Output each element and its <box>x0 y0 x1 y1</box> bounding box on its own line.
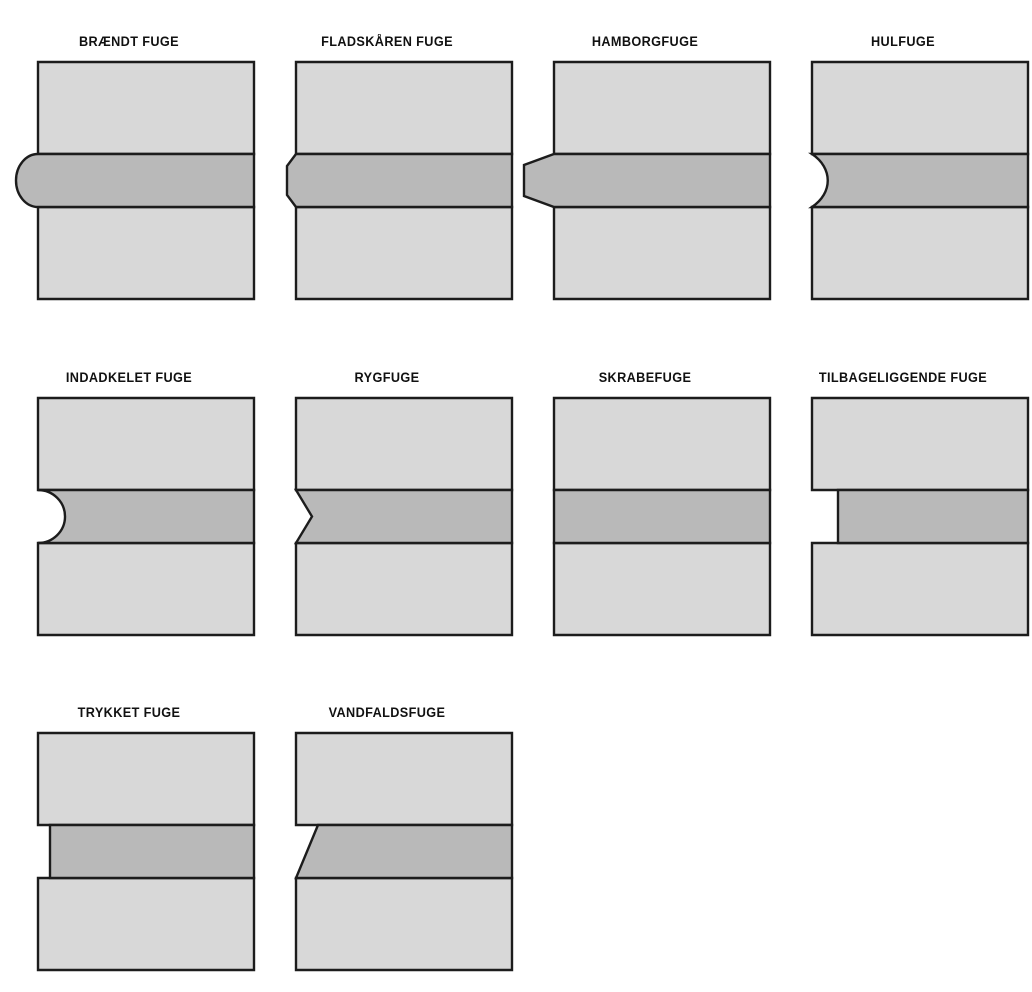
joint-section-hulfuge <box>808 60 1030 301</box>
mortar-joint <box>14 152 256 209</box>
lower-brick <box>36 876 256 972</box>
mortar-joint <box>48 823 256 880</box>
fuge-figure-fladskaaren-fuge <box>258 60 516 301</box>
upper-brick <box>552 396 772 492</box>
fuge-figure-trykket-fuge <box>0 731 258 972</box>
joint-section-skrabefuge <box>552 396 772 637</box>
fuge-label-indadkelet-fuge: INDADKELET FUGE <box>65 370 193 385</box>
fuge-label-rygfuge: RYGFUGE <box>354 370 420 385</box>
lower-brick <box>294 205 514 301</box>
mortar-joint <box>522 152 772 209</box>
lower-brick <box>810 541 1030 637</box>
joint-section-fladskaaren-fuge <box>285 60 514 301</box>
joint-section-tilbageliggende-fuge <box>810 396 1030 637</box>
upper-brick <box>552 60 772 156</box>
mortar-joint <box>285 152 514 209</box>
joint-section-hamborgfuge <box>522 60 772 301</box>
upper-brick <box>36 396 256 492</box>
fuge-card-hulfuge: HULFUGE <box>774 34 1032 301</box>
upper-brick <box>294 60 514 156</box>
lower-brick <box>552 205 772 301</box>
joint-section-trykket-fuge <box>36 731 256 972</box>
fuge-card-braendt-fuge: BRÆNDT FUGE <box>0 34 258 301</box>
fuge-label-hulfuge: HULFUGE <box>871 34 935 49</box>
fuge-figure-indadkelet-fuge <box>0 396 258 637</box>
fuge-figure-tilbageliggende-fuge <box>774 396 1032 637</box>
fuge-card-fladskaaren-fuge: FLADSKÅREN FUGE <box>258 34 516 301</box>
upper-brick <box>810 396 1030 492</box>
mortar-joint <box>808 152 1030 209</box>
upper-brick <box>36 731 256 827</box>
fuge-label-braendt-fuge: BRÆNDT FUGE <box>78 34 180 49</box>
fuge-figure-hulfuge <box>774 60 1032 301</box>
fuge-card-skrabefuge: SKRABEFUGE <box>516 370 774 637</box>
fuge-label-hamborgfuge: HAMBORGFUGE <box>591 34 699 49</box>
lower-brick <box>294 876 514 972</box>
fuge-label-vandfaldsfuge: VANDFALDSFUGE <box>328 705 446 720</box>
fuge-figure-hamborgfuge <box>516 60 774 301</box>
fuge-label-skrabefuge: SKRABEFUGE <box>598 370 692 385</box>
upper-brick <box>294 731 514 827</box>
fuge-card-rygfuge: RYGFUGE <box>258 370 516 637</box>
joint-section-indadkelet-fuge <box>36 396 256 637</box>
lower-brick <box>36 541 256 637</box>
fuge-label-tilbageliggende-fuge: TILBAGELIGGENDE FUGE <box>818 370 988 385</box>
upper-brick <box>294 396 514 492</box>
fuge-figure-rygfuge <box>258 396 516 637</box>
fuge-figure-vandfaldsfuge <box>258 731 516 972</box>
fuge-card-vandfaldsfuge: VANDFALDSFUGE <box>258 705 516 972</box>
mortar-joint <box>294 823 514 880</box>
upper-brick <box>36 60 256 156</box>
fuge-label-trykket-fuge: TRYKKET FUGE <box>77 705 181 720</box>
mortar-joint <box>836 488 1030 545</box>
fuge-card-indadkelet-fuge: INDADKELET FUGE <box>0 370 258 637</box>
mortar-joint <box>37 488 256 545</box>
lower-brick <box>294 541 514 637</box>
fuge-figure-braendt-fuge <box>0 60 258 301</box>
fuge-card-trykket-fuge: TRYKKET FUGE <box>0 705 258 972</box>
joint-section-vandfaldsfuge <box>294 731 514 972</box>
mortar-joint <box>293 488 514 545</box>
mortar-joint <box>552 488 772 545</box>
joint-section-braendt-fuge <box>14 60 256 301</box>
fuge-figure-skrabefuge <box>516 396 774 637</box>
joint-section-rygfuge <box>293 396 514 637</box>
lower-brick <box>36 205 256 301</box>
fuge-label-fladskaaren-fuge: FLADSKÅREN FUGE <box>321 34 453 49</box>
lower-brick <box>810 205 1030 301</box>
upper-brick <box>810 60 1030 156</box>
fuge-card-tilbageliggende-fuge: TILBAGELIGGENDE FUGE <box>774 370 1032 637</box>
lower-brick <box>552 541 772 637</box>
fuge-card-hamborgfuge: HAMBORGFUGE <box>516 34 774 301</box>
